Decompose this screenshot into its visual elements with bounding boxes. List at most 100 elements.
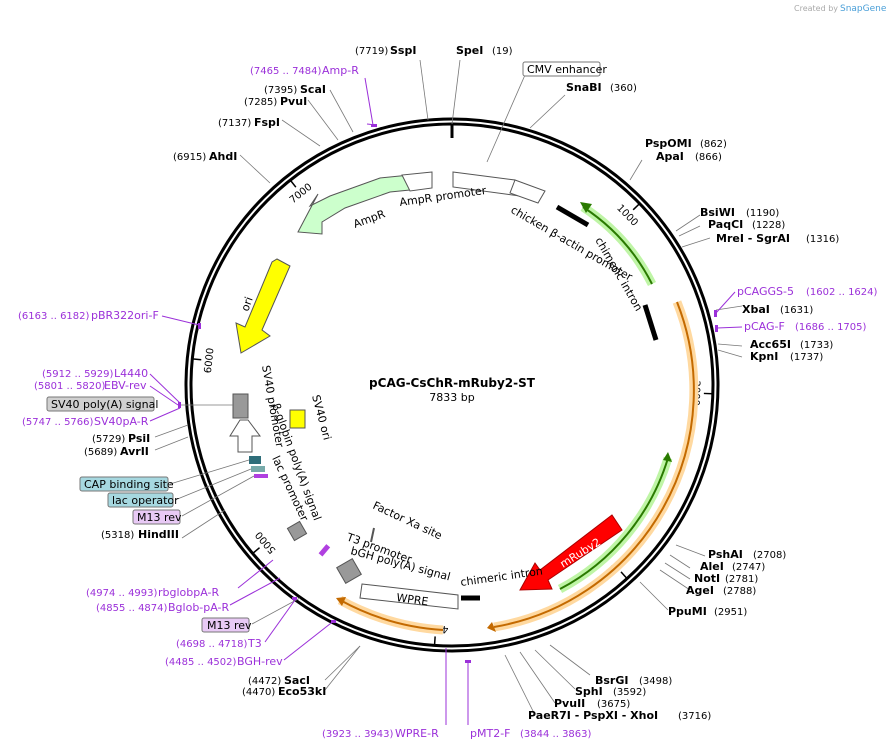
ori-label: ori xyxy=(239,295,256,313)
scai-label[interactable]: ScaI xyxy=(300,83,326,96)
ahdi-pos: (6915) xyxy=(173,152,206,163)
psii-label[interactable]: PsiI xyxy=(128,432,150,445)
m13-rev-box-2[interactable] xyxy=(201,617,250,633)
bp-tick-1000 xyxy=(632,203,641,211)
pcagf-label[interactable]: pCAG-F xyxy=(744,320,785,333)
ampR-arrow xyxy=(297,172,431,235)
l4440-label[interactable]: L4440 xyxy=(114,367,148,380)
ahdi-label[interactable]: AhdI xyxy=(209,150,237,163)
pspomi-label[interactable]: PspOMI xyxy=(645,137,692,150)
sv40par-pos: (5747 .. 5766) xyxy=(22,417,94,428)
bglobpar-label[interactable]: Bglob-pA-R xyxy=(168,601,230,614)
xbai-label[interactable]: XbaI xyxy=(742,303,770,316)
apai-label[interactable]: ApaI xyxy=(656,150,684,163)
acc65i-pos: (1733) xyxy=(800,340,833,351)
bp-tick-label-5000: 5000 xyxy=(254,529,279,556)
saci-label[interactable]: SacI xyxy=(284,674,310,687)
pvui-label[interactable]: PvuI xyxy=(280,95,307,108)
bp-tick-3000 xyxy=(620,571,628,580)
sphi-pos: (3592) xyxy=(613,687,646,698)
pcaggs5-pos: (1602 .. 1624) xyxy=(806,287,878,298)
sv40par-label[interactable]: SV40pA-R xyxy=(94,415,149,428)
bgh-arc-arrowhead xyxy=(336,597,346,606)
cmv-enhancer-box[interactable] xyxy=(522,61,601,77)
alei-pos: (2747) xyxy=(732,562,765,573)
pbr322orif-label[interactable]: pBR322ori-F xyxy=(91,309,159,322)
kpni-pos: (1737) xyxy=(790,352,823,363)
alei-label[interactable]: AleI xyxy=(700,560,724,573)
paer7i-pos: (3716) xyxy=(678,711,711,722)
bghrev-pos: (4485 .. 4502) xyxy=(165,657,237,668)
cmv-enhancer-label: CMV enhancer xyxy=(527,63,607,76)
pmt2f-label[interactable]: pMT2-F xyxy=(470,727,511,740)
fspi-pos: (7137) xyxy=(218,118,251,129)
paer7i-label[interactable]: PaeR7I - PspXI - XhoI xyxy=(528,709,658,722)
scai-pos: (7395) xyxy=(264,85,297,96)
wprer-pos: (3923 .. 3943) xyxy=(322,729,394,740)
bsiwi-pos: (1190) xyxy=(746,208,779,219)
pvui-pos: (7285) xyxy=(244,97,277,108)
chicken-actin-arrow xyxy=(509,179,546,204)
t3-primer-block xyxy=(318,544,331,557)
m13-rev-label-2: M13 rev xyxy=(207,619,252,632)
m13-rev-label-1: M13 rev xyxy=(137,511,182,524)
created-by-text: Created by xyxy=(794,4,838,13)
ebvrev-label[interactable]: EBV-rev xyxy=(104,379,147,392)
mrei-sgrai-pos: (1316) xyxy=(806,234,839,245)
m13-rev-box-1[interactable] xyxy=(132,509,181,525)
agei-label[interactable]: AgeI xyxy=(686,584,714,597)
acc65i-label[interactable]: Acc65I xyxy=(750,338,791,351)
rbglobpar-label[interactable]: rbglobpA-R xyxy=(158,586,219,599)
bgh-arc xyxy=(339,599,444,631)
bp-tick-label-7000: 7000 xyxy=(288,182,315,206)
pvuii-pos: (3675) xyxy=(597,699,630,710)
ampr-primer-label[interactable]: Amp-R xyxy=(322,64,359,77)
xbai-pos: (1631) xyxy=(780,305,813,316)
eco53ki-label[interactable]: Eco53kI xyxy=(278,685,326,698)
paqci-label[interactable]: PaqCI xyxy=(708,218,743,231)
pcaggs5-label[interactable]: pCAGGS-5 xyxy=(737,285,794,298)
t3-block xyxy=(286,520,308,542)
noti-pos: (2781) xyxy=(725,574,758,585)
bp-tick-label-6000: 6000 xyxy=(203,347,216,373)
hindiii-label[interactable]: HindIII xyxy=(138,528,179,541)
chimeric-intron-label-1: chimeric intron xyxy=(592,235,645,313)
plasmid-length: 7833 bp xyxy=(429,391,474,404)
bsiwi-label[interactable]: BsiWI xyxy=(700,206,735,219)
snapgene-logo: SnapGene xyxy=(840,4,887,14)
lac-operator-box[interactable] xyxy=(107,492,174,508)
sv40-polyA-box[interactable] xyxy=(46,396,155,412)
spei-label[interactable]: SpeI xyxy=(456,44,483,57)
l4440-pos: (5912 .. 5929) xyxy=(42,369,114,380)
fspi-label[interactable]: FspI xyxy=(254,116,280,129)
avrii-pos: (5689) xyxy=(84,447,117,458)
pbr322orif-pos: (6163 .. 6182) xyxy=(18,311,90,322)
ppumi-label[interactable]: PpuMI xyxy=(668,605,707,618)
spei-pos: (19) xyxy=(492,46,513,57)
bp-tick-6000 xyxy=(192,358,202,361)
t3-label[interactable]: T3 xyxy=(247,637,262,650)
sv40-ori-label: SV40 ori xyxy=(309,393,334,441)
pvuii-label[interactable]: PvuII xyxy=(554,697,585,710)
snabi-pos: (360) xyxy=(610,83,637,94)
noti-label[interactable]: NotI xyxy=(694,572,720,585)
bsrgi-label[interactable]: BsrGI xyxy=(595,674,628,687)
wprer-label[interactable]: WPRE-R xyxy=(395,727,439,740)
snabi-label[interactable]: SnaBI xyxy=(566,81,602,94)
kpni-label[interactable]: KpnI xyxy=(750,350,778,363)
avrii-label[interactable]: AvrII xyxy=(120,445,149,458)
pshai-label[interactable]: PshAI xyxy=(708,548,743,561)
backbone-outer-ring xyxy=(184,117,720,653)
bghrev-label[interactable]: BGH-rev xyxy=(237,655,283,668)
cap-binding-box[interactable] xyxy=(79,476,169,492)
sspi-label[interactable]: SspI xyxy=(390,44,416,57)
lac-operator-label: lac operator xyxy=(112,494,179,507)
leader-lines xyxy=(154,59,743,716)
psii-pos: (5729) xyxy=(92,434,125,445)
apai-pos: (866) xyxy=(695,152,722,163)
pcagf-pos: (1686 .. 1705) xyxy=(795,322,867,333)
chimeric-intron-arrowhead-2 xyxy=(663,452,672,462)
mrei-sgrai-label[interactable]: MreI - SgrAI xyxy=(716,232,790,245)
sphi-label[interactable]: SphI xyxy=(575,685,603,698)
